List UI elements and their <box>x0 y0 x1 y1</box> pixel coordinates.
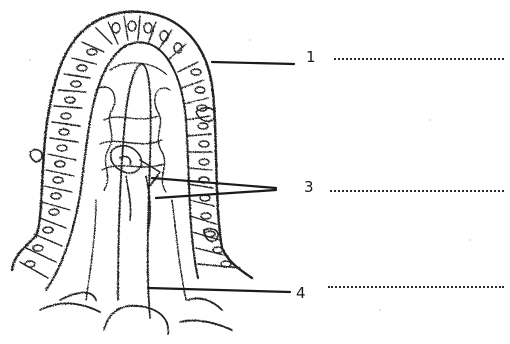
leader-line-3a <box>152 178 276 188</box>
capillary-network <box>86 63 186 300</box>
answer-line-1[interactable] <box>334 58 504 60</box>
villus-base-vessels <box>40 293 232 335</box>
label-number-4: 4 <box>296 286 306 301</box>
leader-line-4 <box>148 288 290 292</box>
label-number-3: 3 <box>304 180 314 195</box>
epithelial-cells-left <box>20 28 112 278</box>
blood-vessel-cluster <box>111 146 160 232</box>
paper-noise <box>29 39 471 311</box>
answer-line-4[interactable] <box>328 286 504 288</box>
lacteal <box>118 64 151 318</box>
leader-lines <box>148 62 294 292</box>
villus-outer-wall <box>12 12 252 278</box>
answer-line-3[interactable] <box>330 190 504 192</box>
label-number-1: 1 <box>306 50 316 65</box>
leader-line-1 <box>212 62 294 64</box>
